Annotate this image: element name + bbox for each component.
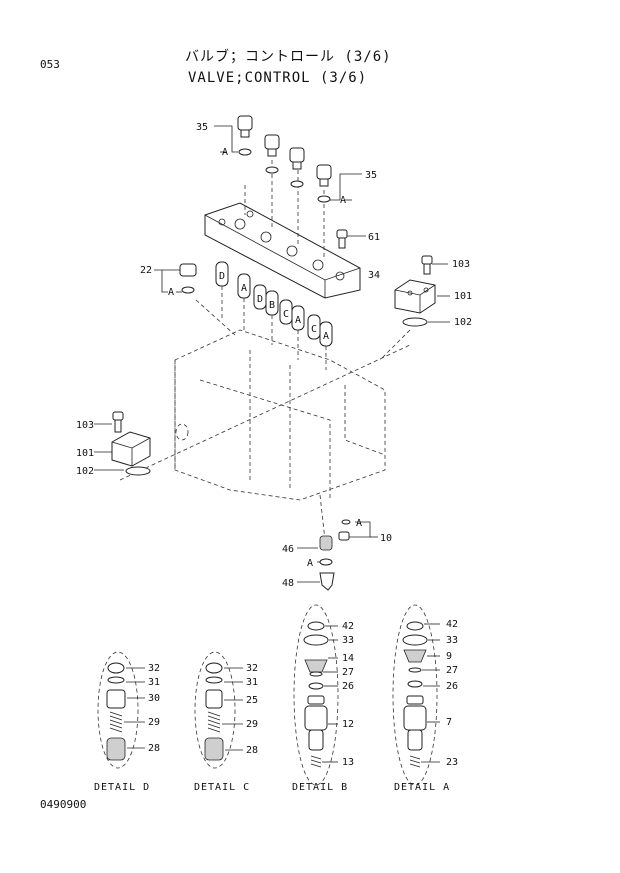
detail-b-title: DETAIL B: [292, 782, 348, 793]
callout-34: 34: [368, 270, 380, 281]
callout-a: A: [307, 558, 313, 569]
title-english: VALVE;CONTROL (3/6): [188, 70, 368, 86]
detail-a-part-label: 9: [446, 651, 452, 662]
detail-d-part-label: 28: [148, 743, 160, 754]
plug-22: [154, 263, 236, 336]
callout-102: 102: [454, 317, 472, 328]
valve-tag: A: [295, 315, 301, 326]
callout-48: 48: [282, 578, 294, 589]
detail-b-part-label: 13: [342, 757, 354, 768]
detail-a-part-label: 23: [446, 757, 458, 768]
valve-tag: D: [219, 271, 225, 282]
valve-tag: D: [257, 294, 263, 305]
callout-61: 61: [368, 232, 380, 243]
callout-35: 35: [196, 122, 208, 133]
detail-a-part-label: 27: [446, 665, 458, 676]
callout-46: 46: [282, 544, 294, 555]
callout-a: A: [168, 287, 174, 298]
detail-a-part-label: 33: [446, 635, 458, 646]
detail-d-assembly: [97, 651, 145, 769]
valve-tag: C: [311, 324, 317, 335]
detail-a-part-label: 26: [446, 681, 458, 692]
detail-c-part-label: 29: [246, 719, 258, 730]
title-japanese: バルブ；コントロール (3/6): [185, 49, 392, 65]
bolt-35-group: [214, 115, 362, 203]
valve-tag: A: [241, 283, 247, 294]
detail-b-part-label: 27: [342, 667, 354, 678]
cover-plate-34: [204, 160, 361, 299]
detail-a-labels: 42 33 9 27 26 7 23 DETAIL A: [394, 619, 458, 793]
detail-b-part-label: 42: [342, 621, 354, 632]
detail-b-part-label: 12: [342, 719, 354, 730]
document-number: 0490900: [40, 798, 87, 811]
detail-a-title: DETAIL A: [394, 782, 450, 793]
side-cover-right: [379, 255, 450, 361]
detail-d-part-label: 31: [148, 677, 160, 688]
callout-101: 101: [454, 291, 472, 302]
valve-tag: B: [269, 300, 275, 311]
callout-a: A: [356, 518, 362, 529]
detail-c-part-label: 31: [246, 677, 258, 688]
valve-tag: C: [283, 309, 289, 320]
detail-c-labels: 32 31 25 29 28 DETAIL C: [194, 663, 258, 793]
detail-d-part-label: 32: [148, 663, 160, 674]
callout-a: A: [340, 195, 346, 206]
detail-c-title: DETAIL C: [194, 782, 250, 793]
detail-b-part-label: 26: [342, 681, 354, 692]
detail-d-part-label: 29: [148, 717, 160, 728]
callout-a: A: [222, 147, 228, 158]
detail-c-part-label: 32: [246, 663, 258, 674]
callout-labels: 35 A 35 A 61 34 22 A 103 101 102 103 101…: [76, 122, 472, 589]
valve-tag: A: [323, 331, 329, 342]
detail-d-title: DETAIL D: [94, 782, 150, 793]
detail-b-assembly: [293, 604, 339, 786]
detail-b-labels: 42 33 14 27 26 12 13 DETAIL B: [292, 621, 354, 793]
callout-22: 22: [140, 265, 152, 276]
valve-cartridge-row: D A D B C A C A: [215, 261, 333, 370]
valve-body: [119, 329, 411, 541]
callout-103: 103: [76, 420, 94, 431]
callout-10: 10: [380, 533, 392, 544]
bolt-61: [336, 229, 366, 249]
callout-101: 101: [76, 448, 94, 459]
lower-plug-group: [297, 519, 378, 591]
detail-a-part-label: 7: [446, 717, 452, 728]
callout-102: 102: [76, 466, 94, 477]
detail-c-assembly: [194, 651, 243, 769]
detail-a-part-label: 42: [446, 619, 458, 630]
detail-b-part-label: 14: [342, 653, 354, 664]
side-cover-left: [94, 411, 151, 476]
callout-103: 103: [452, 259, 470, 270]
detail-c-part-label: 25: [246, 695, 258, 706]
detail-a-assembly: [392, 604, 440, 786]
detail-b-part-label: 33: [342, 635, 354, 646]
detail-d-part-label: 30: [148, 693, 160, 704]
detail-c-part-label: 28: [246, 745, 258, 756]
callout-35: 35: [365, 170, 377, 181]
detail-d-labels: 32 31 30 29 28 DETAIL D: [94, 663, 160, 793]
page-number: 053: [40, 58, 60, 71]
